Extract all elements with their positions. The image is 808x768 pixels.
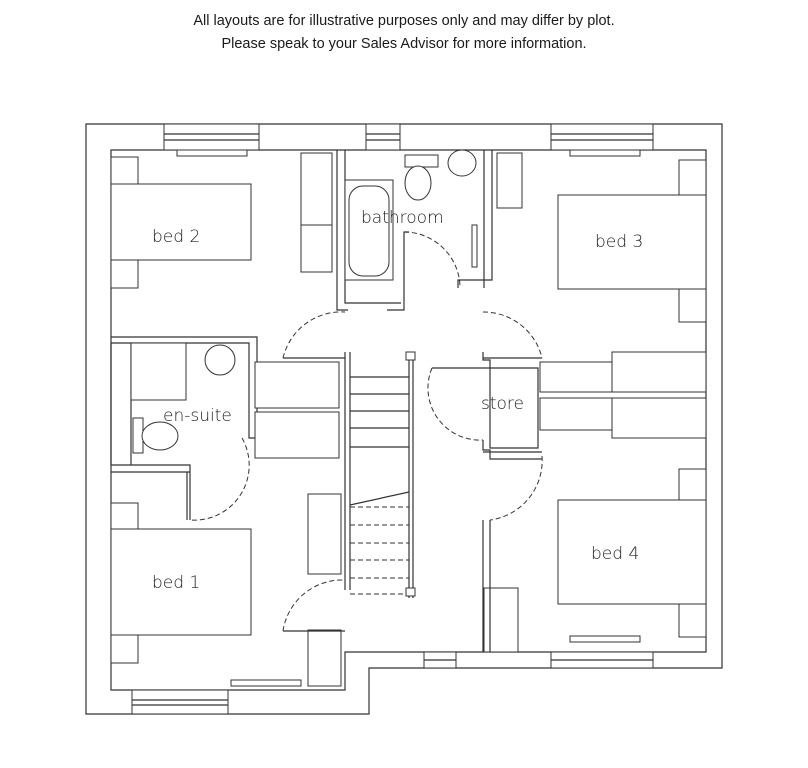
store-walls [427, 351, 707, 652]
bed-2-furniture [110, 156, 252, 289]
room-label-bathroom: bathroom [361, 208, 444, 228]
bed-3-furniture [557, 159, 707, 323]
room-label-store: store [481, 394, 524, 414]
disclaimer: All layouts are for illustrative purpose… [0, 10, 808, 56]
room-label-bed-4: bed 4 [591, 544, 639, 564]
room-label-bed-2: bed 2 [152, 227, 200, 247]
ensuite-fixtures [110, 336, 342, 687]
bed-4-furniture [483, 468, 707, 653]
inner-wall [110, 149, 707, 691]
staircase[interactable] [344, 351, 416, 598]
room-label-bed-3: bed 3 [595, 232, 643, 252]
bed-1-furniture [110, 502, 252, 664]
disclaimer-line-1: All layouts are for illustrative purpose… [193, 13, 615, 29]
landing-doors [282, 311, 543, 632]
room-label-bed-1: bed 1 [152, 573, 200, 593]
windows [131, 123, 654, 715]
outer-wall [85, 123, 723, 715]
bathroom-fixtures [300, 149, 523, 311]
room-label-en-suite: en-suite [163, 406, 232, 426]
disclaimer-line-2: Please speak to your Sales Advisor for m… [221, 36, 587, 52]
